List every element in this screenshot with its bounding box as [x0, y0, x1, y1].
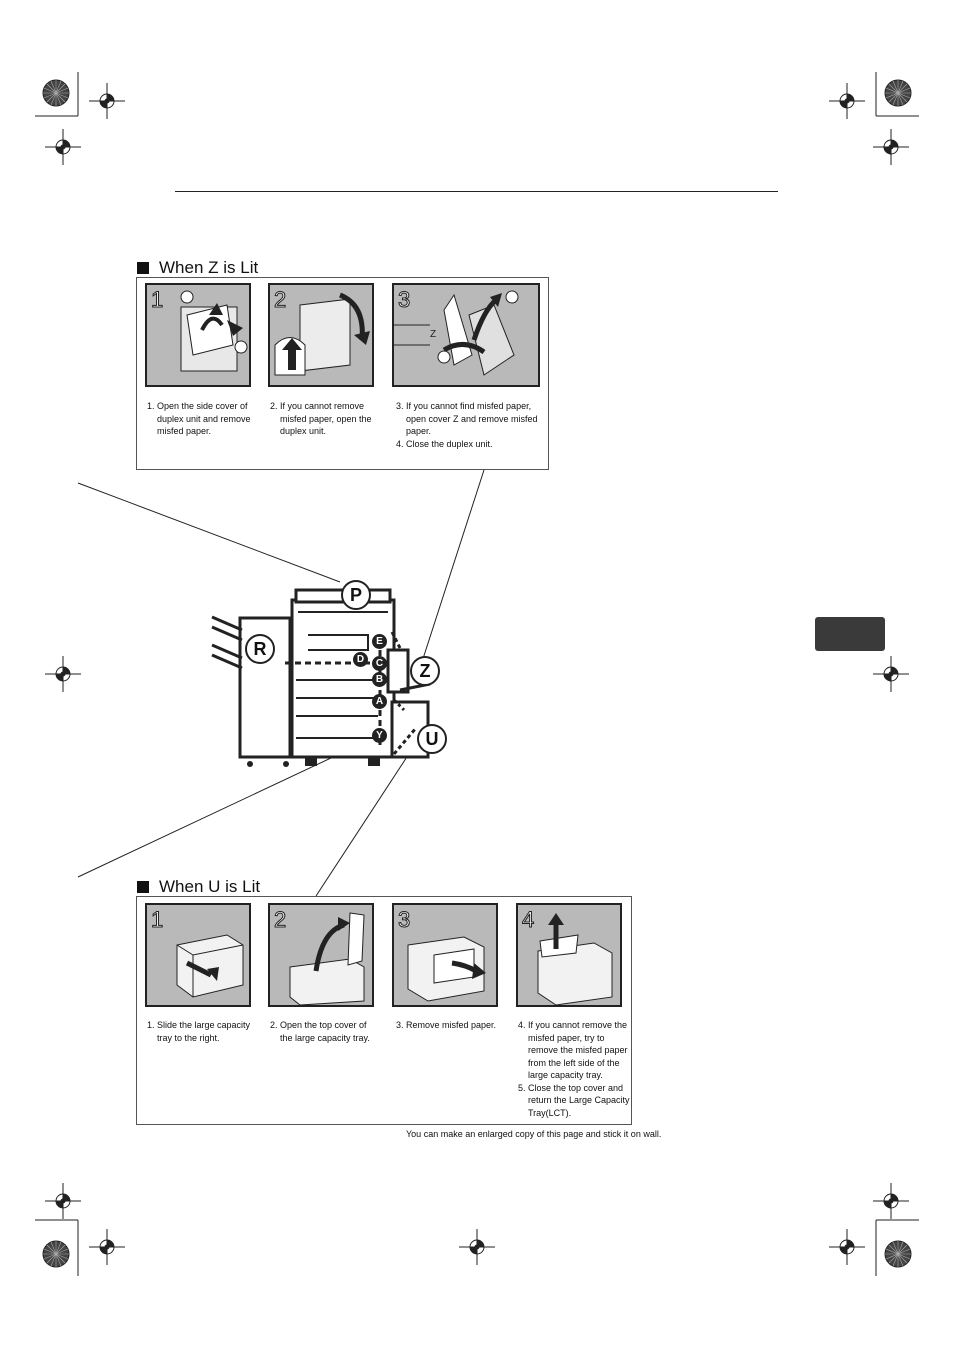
- u-step-1-illustration: 1: [145, 903, 251, 1007]
- label-a: A: [372, 694, 387, 709]
- u-step-1-text: 1.Slide the large capacity tray to the r…: [147, 1020, 251, 1043]
- label-r: R: [245, 634, 275, 664]
- label-u: U: [417, 724, 447, 754]
- svg-text:Z: Z: [430, 329, 436, 340]
- u-step-4-text: 4.If you cannot remove the misfed paper,…: [518, 1020, 630, 1118]
- svg-text:2: 2: [274, 907, 286, 932]
- z-step-1-illustration: 1: [145, 283, 251, 387]
- step-number: 1: [151, 287, 163, 312]
- label-b: B: [372, 672, 387, 687]
- z-step-2-text: 2.If you cannot remove misfed paper, ope…: [270, 401, 372, 436]
- label-z: Z: [410, 656, 440, 686]
- title-square-icon: [137, 262, 149, 274]
- header-rule: [175, 191, 778, 192]
- section-u-title-text: When U is Lit: [159, 877, 261, 896]
- chapter-tab: [815, 617, 885, 651]
- label-y: Y: [372, 728, 387, 743]
- u-step-4-illustration: 4: [516, 903, 622, 1007]
- footer-note: You can make an enlarged copy of this pa…: [406, 1129, 662, 1139]
- u-step-3-text: 3.Remove misfed paper.: [396, 1020, 497, 1030]
- label-c: C: [372, 656, 387, 671]
- z-step-3-illustration: 3 Z: [392, 283, 540, 387]
- section-u-title: When U is Lit: [137, 877, 260, 897]
- z-step-2-illustration: 2: [268, 283, 374, 387]
- u-step-3-illustration: 3: [392, 903, 498, 1007]
- svg-text:1: 1: [151, 907, 163, 932]
- section-z-title: When Z is Lit: [137, 258, 258, 278]
- u-step-2-illustration: 2: [268, 903, 374, 1007]
- svg-text:4: 4: [522, 907, 534, 932]
- u-step-2-text: 2.Open the top cover of the large capaci…: [270, 1020, 370, 1043]
- title-square-icon: [137, 881, 149, 893]
- svg-text:2: 2: [274, 287, 286, 312]
- section-z-title-text: When Z is Lit: [159, 258, 259, 277]
- z-step-3-text: 3.If you cannot find misfed paper, open …: [396, 401, 538, 449]
- label-d: D: [353, 652, 368, 667]
- z-step-1-text: 1.Open the side cover of duplex unit and…: [147, 401, 251, 436]
- svg-text:3: 3: [398, 287, 410, 312]
- label-e: E: [372, 634, 387, 649]
- label-p: P: [341, 580, 371, 610]
- svg-text:3: 3: [398, 907, 410, 932]
